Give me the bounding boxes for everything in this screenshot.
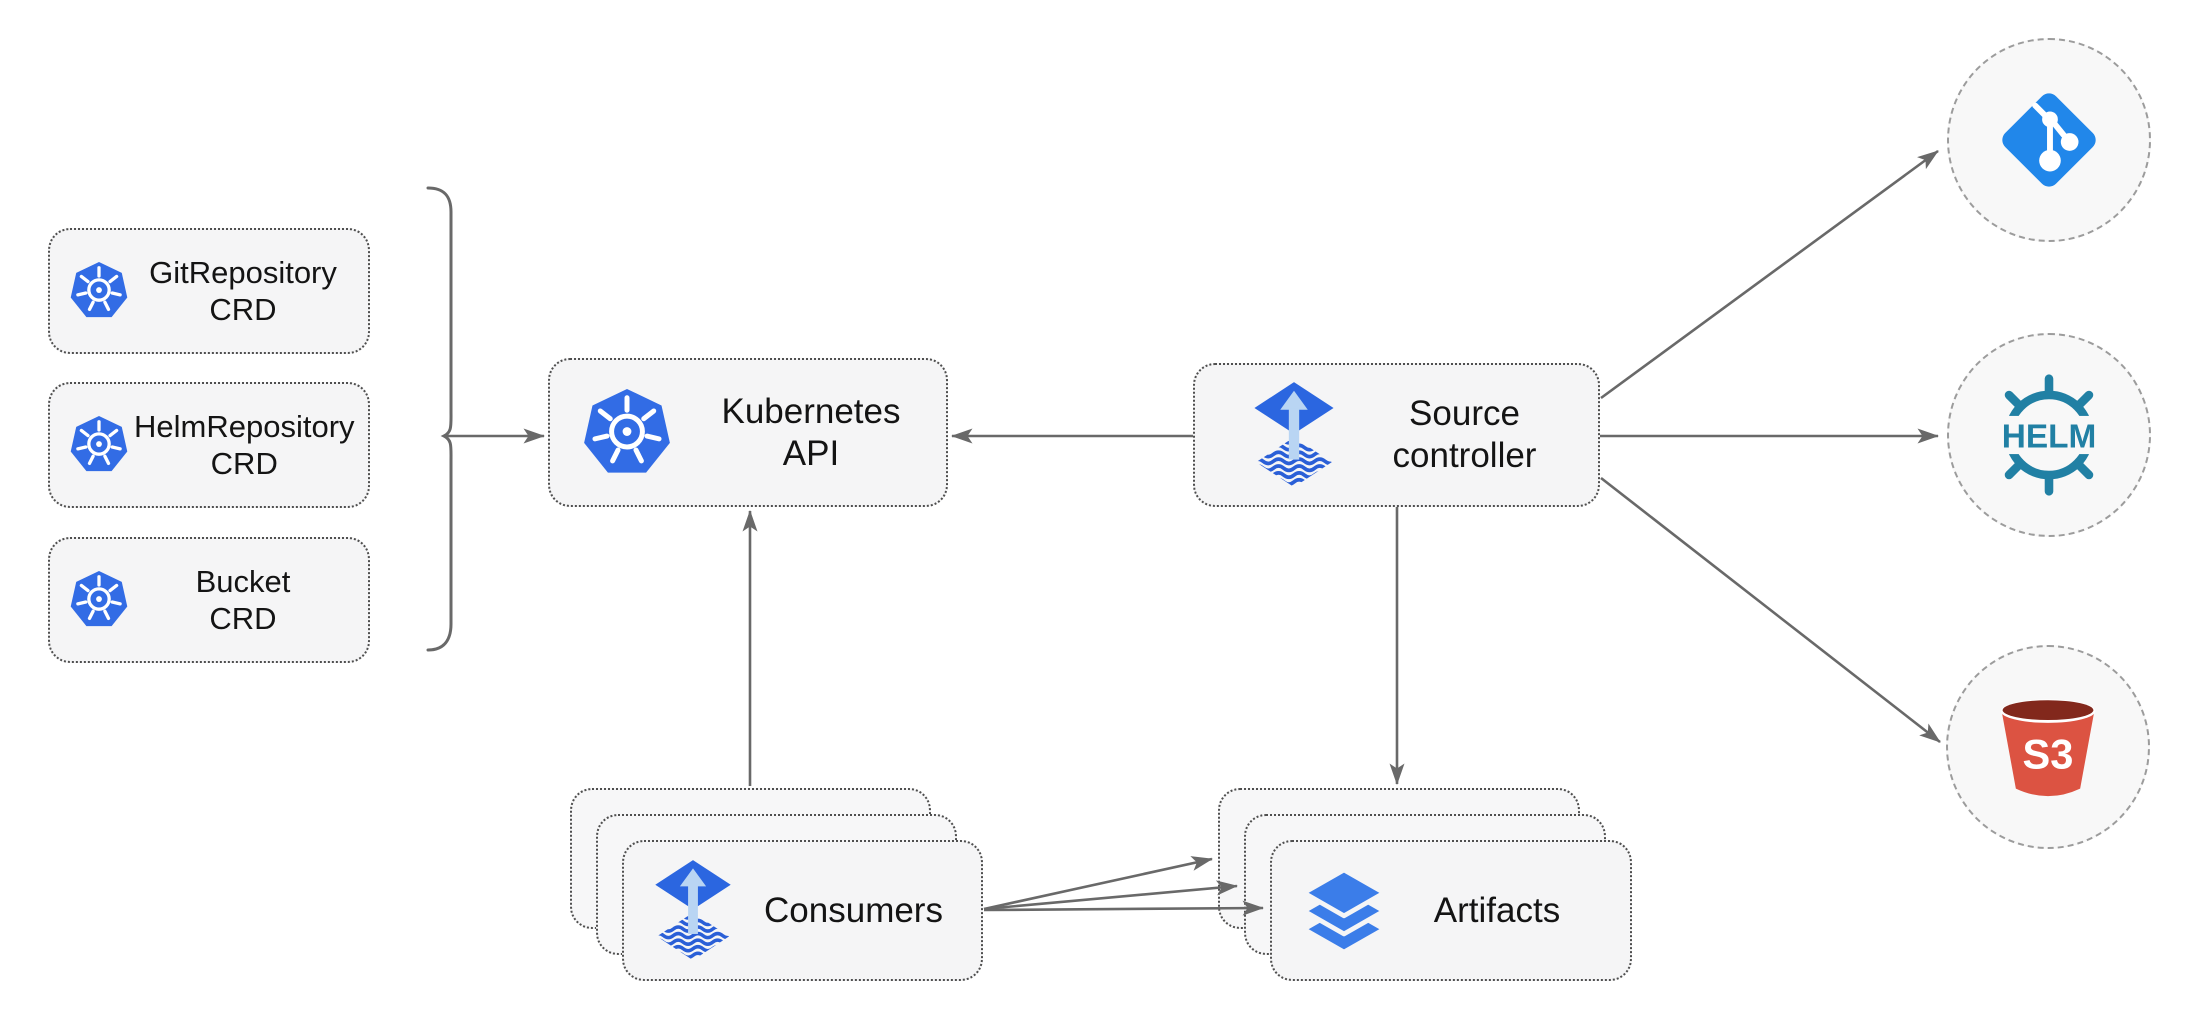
node-label-line1: HelmRepository <box>134 409 355 444</box>
edge-source-to-s3 <box>1600 476 1941 744</box>
node-label: Source controller <box>1347 393 1582 477</box>
node-label: GitRepository CRD <box>134 254 352 328</box>
node-label: Kubernetes API <box>721 391 901 473</box>
node-kubernetes-api: Kubernetes API <box>548 358 948 507</box>
node-label-line2: CRD <box>209 292 277 327</box>
node-artifacts: Artifacts <box>1270 840 1632 981</box>
helm-icon: HELM <box>1987 374 2111 496</box>
node-label-line2: CRD <box>209 601 277 636</box>
edge-consumers-to-artifacts-middle <box>983 880 1238 911</box>
node-label-line1: GitRepository <box>149 255 337 290</box>
helm-logo-text: HELM <box>2002 418 2097 455</box>
node-helmrepository-crd: HelmRepository CRD <box>48 382 370 508</box>
kubernetes-icon <box>70 261 128 318</box>
node-label: HelmRepository CRD <box>134 408 355 482</box>
node-label-line2: CRD <box>210 446 278 481</box>
endpoint-helm-repository: HELM <box>1947 333 2151 537</box>
layers-icon <box>1301 867 1387 954</box>
git-icon <box>2002 93 2096 187</box>
node-label: Artifacts <box>1433 890 1561 930</box>
flux-icon <box>1254 381 1334 486</box>
crd-group-bracket <box>426 186 453 652</box>
s3-logo-text: S3 <box>2023 731 2074 778</box>
node-label-line1: Source <box>1409 394 1520 433</box>
kubernetes-icon <box>70 415 128 472</box>
node-label: Bucket CRD <box>134 563 352 637</box>
node-label-line2: controller <box>1392 436 1537 475</box>
edge-source-to-git <box>1600 149 1939 400</box>
kubernetes-icon <box>584 388 670 473</box>
edge-consumers-to-artifacts-back <box>983 856 1213 911</box>
flux-icon <box>655 859 731 959</box>
node-label-line1: Bucket <box>195 564 291 599</box>
node-bucket-crd: Bucket CRD <box>48 537 370 663</box>
node-consumers: Consumers <box>622 840 983 981</box>
kubernetes-icon <box>70 570 128 627</box>
endpoint-git-remote <box>1947 38 2151 242</box>
s3-bucket-icon: S3 <box>2000 699 2096 797</box>
node-label: Consumers <box>764 890 943 930</box>
node-source-controller: Source controller <box>1193 363 1600 507</box>
endpoint-s3-bucket: S3 <box>1946 645 2150 849</box>
node-gitrepository-crd: GitRepository CRD <box>48 228 370 354</box>
